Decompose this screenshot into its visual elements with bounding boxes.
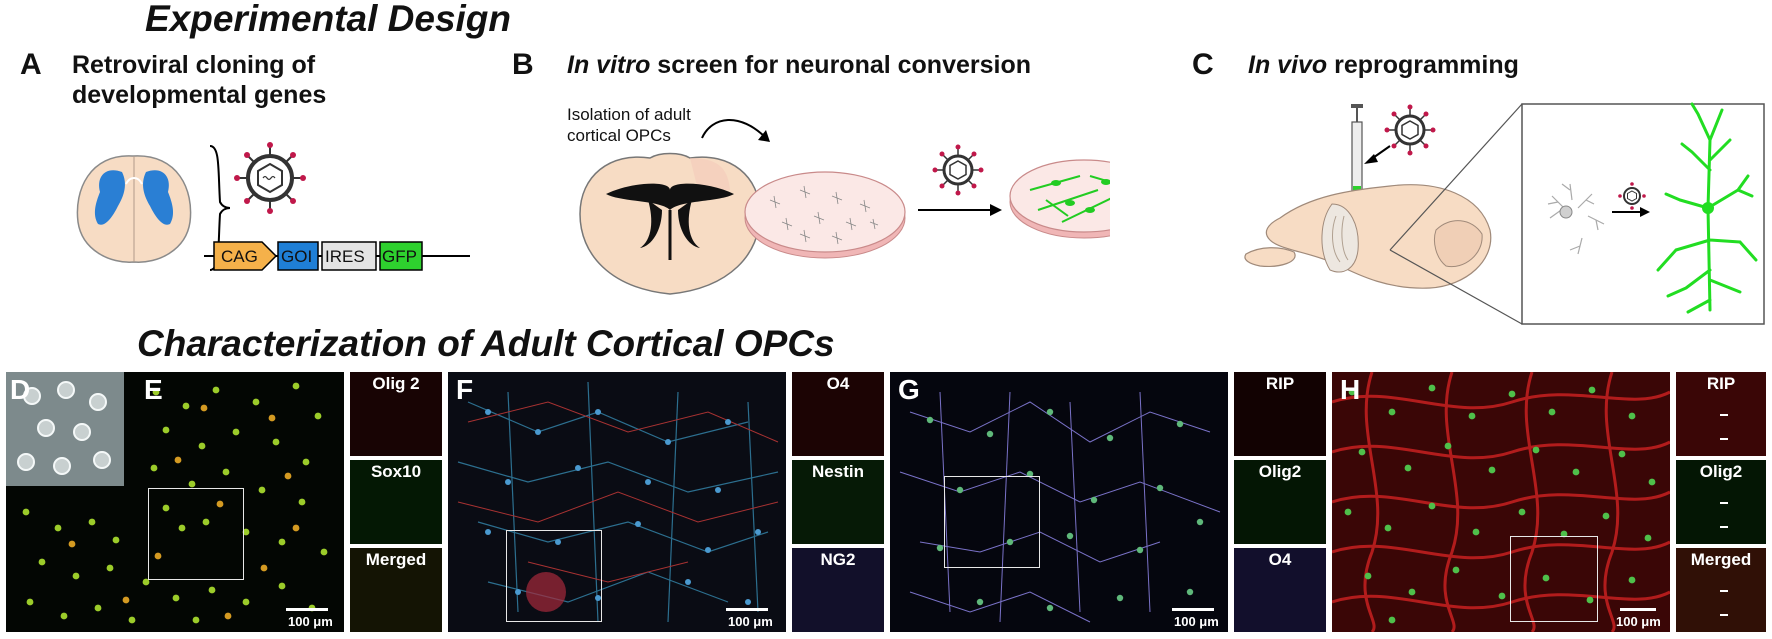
micrograph-e-cells — [22, 382, 328, 624]
scale-bar-label: 100 μm — [288, 614, 333, 629]
zoom-inset-box — [148, 488, 244, 580]
characterization-heading: Characterization of Adult Cortical OPCs — [137, 323, 835, 364]
arrow-marker — [1720, 526, 1728, 528]
panel-e-letter: E — [144, 374, 163, 405]
scale-bar-label: 100 μm — [1616, 614, 1661, 629]
micrograph-e: D E 100 μm — [6, 372, 344, 632]
micrograph-h-cells — [1332, 372, 1670, 632]
scale-bar — [1620, 608, 1656, 611]
channel-merged: Merged — [1676, 548, 1766, 632]
coronal-section-icon — [76, 155, 192, 263]
panel-b-title: In vitro screen for neuronal conversion — [567, 51, 1032, 79]
zoom-inset-box — [944, 476, 1040, 568]
panel-g-letter: G — [898, 374, 920, 405]
panel-h-letter: H — [1340, 374, 1361, 405]
panel-c-diagram — [1244, 102, 1765, 325]
panel-b-letter: B — [512, 48, 534, 81]
scale-bar — [726, 608, 768, 611]
retrovirus-icon — [234, 142, 306, 214]
channel-olig2: Olig 2 — [350, 372, 442, 456]
panel-f-letter: F — [456, 374, 474, 405]
phase-contrast-inset-d: D — [6, 372, 124, 486]
construct-ires-label: IRES — [325, 247, 365, 266]
construct-gfp-label: GFP — [382, 247, 417, 266]
arrow-marker — [1720, 590, 1728, 592]
adult-brain-section-icon — [579, 152, 761, 295]
channel-olig2: Olig2 — [1234, 460, 1326, 544]
panel-a-title-line2: developmental genes — [72, 81, 327, 109]
micrograph-g: G 100 μm — [890, 372, 1228, 632]
micrograph-g-cells — [899, 391, 1221, 623]
scale-bar — [1172, 608, 1214, 611]
channel-sox10: Sox10 — [350, 460, 442, 544]
arrow-marker — [1720, 438, 1728, 440]
panel-d-letter: D — [10, 374, 31, 405]
channel-nestin: Nestin — [792, 460, 884, 544]
opc-cell-icon — [1547, 183, 1605, 255]
channel-merged: Merged — [350, 548, 442, 632]
culture-dish-icon — [744, 171, 906, 259]
channel-rip: RIP — [1676, 372, 1766, 456]
converted-culture-dish-icon — [1009, 159, 1110, 239]
arrow-marker — [1720, 414, 1728, 416]
construct-goi-label: GOI — [281, 247, 313, 266]
gene-construct — [204, 241, 470, 271]
micrograph-f-cells — [457, 381, 779, 623]
panel-c-title: In vivo reprogramming — [1248, 51, 1519, 79]
channel-o4: O4 — [1234, 548, 1326, 632]
panel-c-letter: C — [1192, 48, 1214, 81]
zoom-inset-box — [1510, 536, 1598, 622]
construct-cag-label: CAG — [221, 247, 258, 266]
scale-bar — [286, 608, 328, 611]
isolation-label: Isolation of adult cortical OPCs — [567, 105, 691, 145]
phase-contrast-cells — [17, 381, 111, 475]
panel-a-title: Retroviral cloning of developmental gene… — [72, 50, 326, 110]
arrow-marker — [1720, 614, 1728, 616]
scale-bar-label: 100 μm — [728, 614, 773, 629]
channel-o4: O4 — [792, 372, 884, 456]
channel-ng2: NG2 — [792, 548, 884, 632]
reprogrammed-neuron-icon — [1656, 102, 1758, 314]
channel-rip: RIP — [1234, 372, 1326, 456]
experimental-design-heading: Experimental Design — [145, 0, 512, 39]
retrovirus-icon — [1384, 104, 1436, 156]
channel-olig2: Olig2 — [1676, 460, 1766, 544]
panel-a-diagram — [76, 142, 470, 271]
panel-a-title-line1: Retroviral cloning of — [72, 51, 316, 79]
micrograph-h: H 100 μm — [1332, 372, 1670, 632]
micrograph-f: F 100 μm — [448, 372, 786, 632]
mouse-brain-icon — [1244, 184, 1492, 289]
retrovirus-icon — [932, 144, 984, 196]
zoom-inset-box — [506, 530, 602, 622]
panel-a-letter: A — [20, 48, 42, 81]
arrow-marker — [1720, 502, 1728, 504]
panel-b-diagram — [579, 119, 1110, 295]
scale-bar-label: 100 μm — [1174, 614, 1219, 629]
